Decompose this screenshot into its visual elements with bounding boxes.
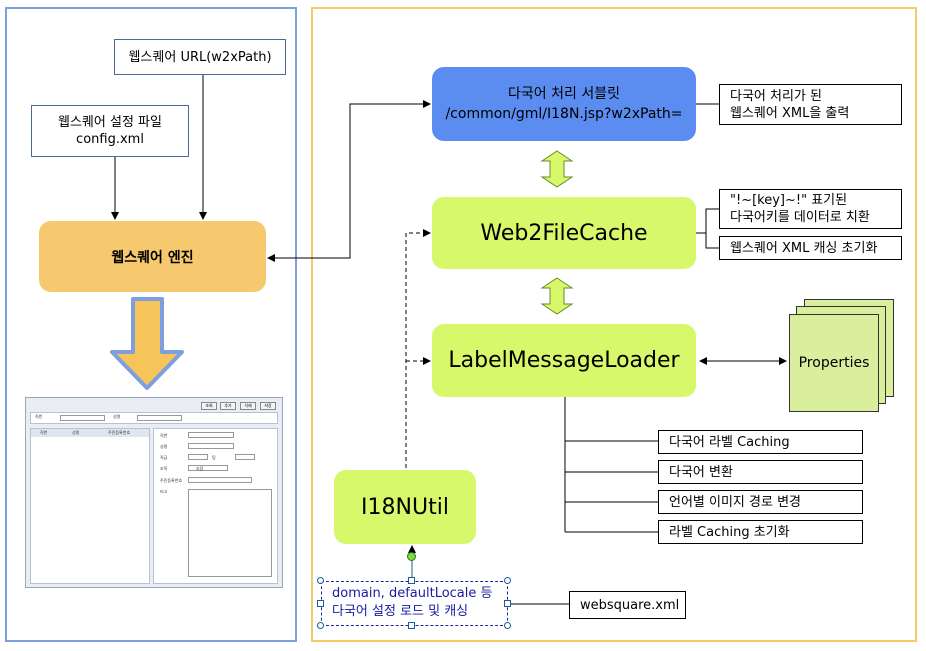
mini-form-label: 성명	[160, 444, 168, 449]
mini-form-label: 팀	[212, 455, 216, 460]
servlet-title: 다국어 처리 서블릿	[508, 86, 620, 102]
resize-handle[interactable]	[504, 577, 511, 584]
mini-form-input	[188, 443, 234, 449]
right-panel	[311, 7, 917, 642]
servlet-note: 다국어 처리가 된 웹스퀘어 XML을 출력	[719, 84, 902, 125]
mini-form-label: 직급	[160, 455, 168, 460]
resize-handle[interactable]	[317, 577, 324, 584]
settings-line: 다국어 설정 로드 및 캐싱	[332, 604, 469, 619]
loader-note-label: 라벨 Caching 초기화	[669, 524, 790, 540]
labelmessageloader-box: LabelMessageLoader	[432, 324, 696, 397]
mini-form-input	[188, 454, 208, 460]
mini-top-label: 성명	[113, 414, 121, 419]
cache-note-line: 다국어키를 데이터로 치환	[730, 210, 870, 225]
cache-note-bracket	[705, 208, 719, 249]
util-label: I18NUtil	[361, 494, 449, 520]
left-panel	[5, 7, 297, 642]
loader-label: LabelMessageLoader	[448, 348, 680, 373]
util-to-cache-arrow	[405, 229, 431, 468]
loader-note-label: 언어별 이미지 경로 변경	[669, 494, 801, 510]
websquare-xml-label: websquare.xml	[580, 597, 680, 613]
resize-handle[interactable]	[504, 622, 511, 629]
servlet-cache-double-arrow-icon	[540, 150, 574, 188]
resize-handle[interactable]	[504, 600, 511, 607]
loader-note-label: 다국어 라벨 Caching	[669, 434, 790, 450]
engine-label: 웹스퀘어 엔진	[111, 249, 194, 266]
cache-loader-double-arrow-icon	[540, 277, 574, 315]
cache-note-replace: "!~[key]~!" 표기된 다국어키를 데이터로 치환	[719, 189, 902, 229]
servlet-path: /common/gml/I18N.jsp?w2xPath=	[445, 106, 683, 122]
mini-form-label: 조직	[160, 466, 168, 471]
mini-form-input	[188, 477, 252, 483]
engine-servlet-arrow	[267, 100, 431, 262]
cache-note-line: "!~[key]~!" 표기된	[730, 193, 848, 208]
mini-form-input	[235, 454, 255, 460]
loader-note: 언어별 이미지 경로 변경	[658, 490, 863, 514]
loader-note: 라벨 Caching 초기화	[658, 520, 863, 544]
mini-top-label: 직번	[35, 414, 43, 419]
websquare-engine: 웹스퀘어 엔진	[39, 221, 266, 292]
mini-delete-button: 삭제	[240, 402, 256, 410]
config-box: 웹스퀘어 설정 파일 config.xml	[31, 105, 189, 157]
url-box: 웹스퀘어 URL(w2xPath)	[114, 39, 286, 75]
properties-label: Properties	[798, 355, 870, 371]
settings-textbox[interactable]: domain, defaultLocale 등 다국어 설정 로드 및 캐싱	[321, 581, 508, 626]
url-box-label: 웹스퀘어 URL(w2xPath)	[128, 49, 272, 65]
mini-list-header	[31, 429, 149, 437]
websquare-xml-box: websquare.xml	[569, 591, 686, 619]
mini-form-input	[188, 432, 234, 438]
config-box-file: config.xml	[76, 132, 144, 147]
mini-save-button: 저장	[260, 402, 276, 410]
mini-list-header-cell: 직번	[40, 430, 48, 435]
mini-list-header-cell: 주민등록번호	[108, 430, 131, 435]
web2filecache-box: Web2FileCache	[432, 197, 696, 269]
loader-note-label: 다국어 변환	[669, 464, 733, 480]
resize-handle[interactable]	[408, 622, 415, 629]
down-arrow-icon	[110, 297, 184, 390]
i18nutil-box: I18NUtil	[334, 470, 476, 544]
cache-note-reset: 웹스퀘어 XML 캐싱 초기화	[719, 236, 902, 260]
mini-search-button: 조회	[201, 402, 217, 410]
cache-label: Web2FileCache	[480, 220, 648, 246]
mini-form-label: 직번	[160, 433, 168, 438]
resize-handle[interactable]	[317, 622, 324, 629]
mini-list	[30, 428, 150, 584]
servlet-note-line: 웹스퀘어 XML을 출력	[730, 105, 850, 121]
servlet-note-line: 다국어 처리가 된	[730, 88, 822, 104]
resize-handle[interactable]	[317, 600, 324, 607]
mini-list-header-cell: 성명	[72, 430, 80, 435]
settings-line: domain, defaultLocale 등	[332, 586, 493, 601]
mini-add-button: 추가	[220, 402, 236, 410]
resize-handle[interactable]	[408, 577, 415, 584]
loader-note: 다국어 변환	[658, 460, 863, 484]
rotate-handle[interactable]	[407, 552, 416, 561]
properties-file: Properties	[789, 314, 879, 412]
mini-form-label: 주민등록번호	[160, 478, 183, 483]
mini-form-select	[188, 465, 228, 471]
loader-note: 다국어 라벨 Caching	[658, 430, 863, 454]
mini-top-input	[60, 415, 105, 421]
mini-form-textarea	[188, 489, 272, 577]
i18n-servlet: 다국어 처리 서블릿 /common/gml/I18N.jsp?w2xPath=	[432, 67, 696, 141]
mini-form-select-value: 조장	[196, 466, 204, 471]
mini-form-label: 비고	[160, 489, 168, 494]
config-box-title: 웹스퀘어 설정 파일	[58, 115, 162, 130]
cache-note-line: 웹스퀘어 XML 캐싱 초기화	[730, 240, 878, 256]
mini-top-input	[137, 415, 182, 421]
